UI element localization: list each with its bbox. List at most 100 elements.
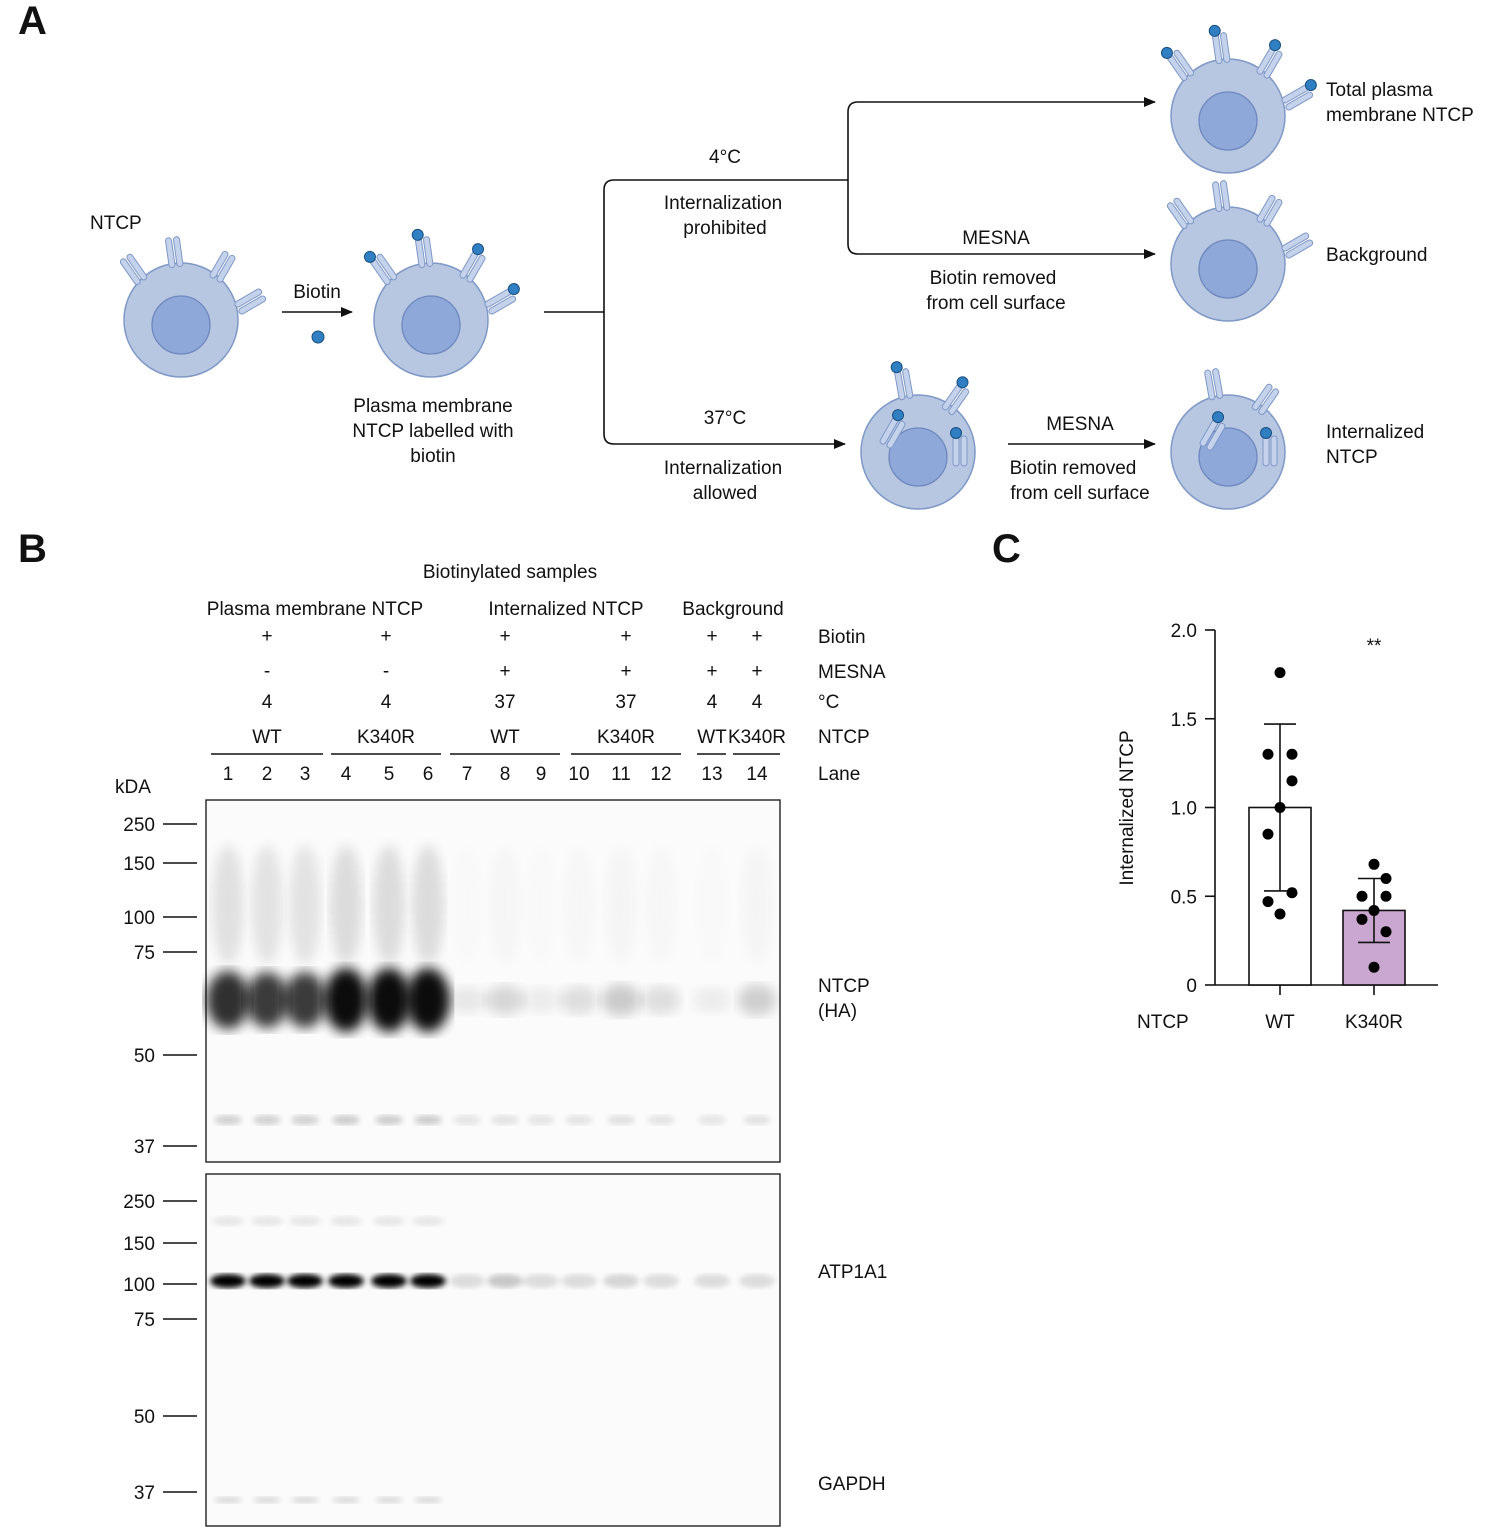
receptor (1281, 79, 1317, 111)
ntcp-smear (525, 845, 557, 965)
blot-label-ntcp-2: (HA) (818, 1001, 857, 1022)
receptor (234, 288, 267, 315)
biotin-sign: + (751, 626, 762, 647)
receptor-strand (234, 288, 263, 308)
blot-label-atp1a1: ATP1A1 (818, 1262, 887, 1283)
cell-labelled (363, 228, 520, 378)
y-tick-label: 1.0 (1171, 799, 1197, 820)
row-label-ntcp: NTCP (818, 727, 870, 748)
biotin-dot (507, 283, 520, 296)
biotin-dot (1260, 427, 1272, 439)
mesna-sign: - (383, 661, 389, 682)
atp1a1-upper-band (212, 1216, 244, 1226)
receptor-strand (1251, 383, 1273, 411)
ntcp-lower-band (332, 1115, 360, 1125)
temp-value: 4 (381, 692, 392, 713)
ntcp-genotype: K340R (597, 727, 655, 748)
receptor-strand (1166, 202, 1188, 229)
mesna-sign: - (264, 661, 270, 682)
ntcp-lower-band (491, 1115, 519, 1125)
receptor (119, 253, 148, 285)
y-tick-label: 2.0 (1171, 621, 1197, 642)
atp1a1-band (643, 1274, 679, 1288)
cell-nucleus (151, 295, 211, 355)
cell-unlabelled (119, 236, 267, 378)
blot-label-ntcp-1: NTCP (818, 976, 870, 997)
result-background: Background (1326, 245, 1427, 266)
allowed-2: allowed (693, 483, 757, 504)
y-tick-label: 1.5 (1171, 710, 1197, 731)
temp-4c: 4°C (709, 147, 741, 168)
receptor-strand (886, 420, 906, 449)
ntcp-smear (605, 845, 637, 965)
group-background: Background (682, 599, 783, 620)
ntcp-band (206, 971, 250, 1029)
group-plasma-membrane: Plasma membrane NTCP (207, 599, 423, 620)
atp1a1-upper-band (412, 1216, 444, 1226)
receptor (1204, 368, 1224, 401)
receptor-strand (960, 435, 968, 467)
atp1a1-band (371, 1274, 407, 1288)
ntcp-lower-band (253, 1115, 281, 1125)
ntcp-band (283, 972, 327, 1028)
lane-number: 10 (568, 764, 589, 785)
receptor (1256, 39, 1283, 79)
gapdh-band (291, 1497, 319, 1503)
result-internalized-1: Internalized (1326, 422, 1424, 443)
marker-label: 37 (134, 1137, 155, 1158)
ntcp-genotype: WT (697, 727, 727, 748)
data-point (1262, 896, 1274, 908)
labelled-caption-3: biotin (410, 446, 455, 467)
ntcp-lower-band (698, 1115, 726, 1125)
panel-c-letter: C (992, 527, 1021, 571)
ntcp-lower-band (414, 1115, 442, 1125)
prohibited-2: prohibited (683, 218, 766, 239)
receptor (890, 361, 914, 401)
marker-label: 75 (134, 943, 155, 964)
temp-value: 37 (615, 692, 636, 713)
receptor-strand (466, 254, 486, 283)
data-point (1368, 961, 1380, 973)
receptor-strand (126, 253, 148, 281)
panel-c: C Internalized NTCP NTCP 00.51.01.52.0WT… (992, 527, 1438, 1033)
gapdh-band (214, 1497, 242, 1503)
receptor (879, 409, 906, 449)
marker-label: 150 (123, 854, 155, 875)
atp1a1-upper-band (373, 1216, 405, 1226)
data-point (1380, 890, 1392, 902)
receptor (941, 376, 970, 415)
biotin-sign: + (380, 626, 391, 647)
receptor (411, 228, 434, 269)
receptor-strand (1212, 181, 1223, 213)
ntcp-band (692, 986, 732, 1014)
ntcp-lower-band (214, 1115, 242, 1125)
biotin-dot (411, 228, 424, 241)
ntcp-smear (251, 845, 283, 965)
receptor (1199, 411, 1226, 451)
receptor-strand (902, 368, 914, 399)
receptor-strand (216, 254, 236, 283)
biotin-dot (956, 376, 969, 389)
data-point (1262, 828, 1274, 840)
allowed-1: Internalization (664, 458, 782, 479)
ntcp-band (245, 972, 289, 1028)
ntcp-label: NTCP (90, 213, 142, 234)
ntcp-band (447, 986, 487, 1014)
lane-number: 11 (611, 764, 631, 785)
ntcp-band (485, 985, 525, 1015)
receptor-strand (209, 250, 229, 279)
ntcp-smear (451, 845, 483, 965)
biotin-dot (950, 427, 962, 439)
panel-a: A NTCP Biotin Plasma membrane NTCP label… (18, 0, 1474, 510)
ntcp-band (737, 984, 777, 1016)
atp1a1-band (603, 1274, 639, 1288)
receptor-strand (422, 236, 434, 267)
receptor (1260, 427, 1278, 467)
y-tick-label: 0 (1186, 976, 1197, 997)
y-axis-label: Internalized NTCP (1117, 730, 1138, 885)
atp1a1-upper-band (251, 1216, 283, 1226)
receptor-strand (1204, 369, 1216, 401)
temp-value: 4 (752, 692, 763, 713)
